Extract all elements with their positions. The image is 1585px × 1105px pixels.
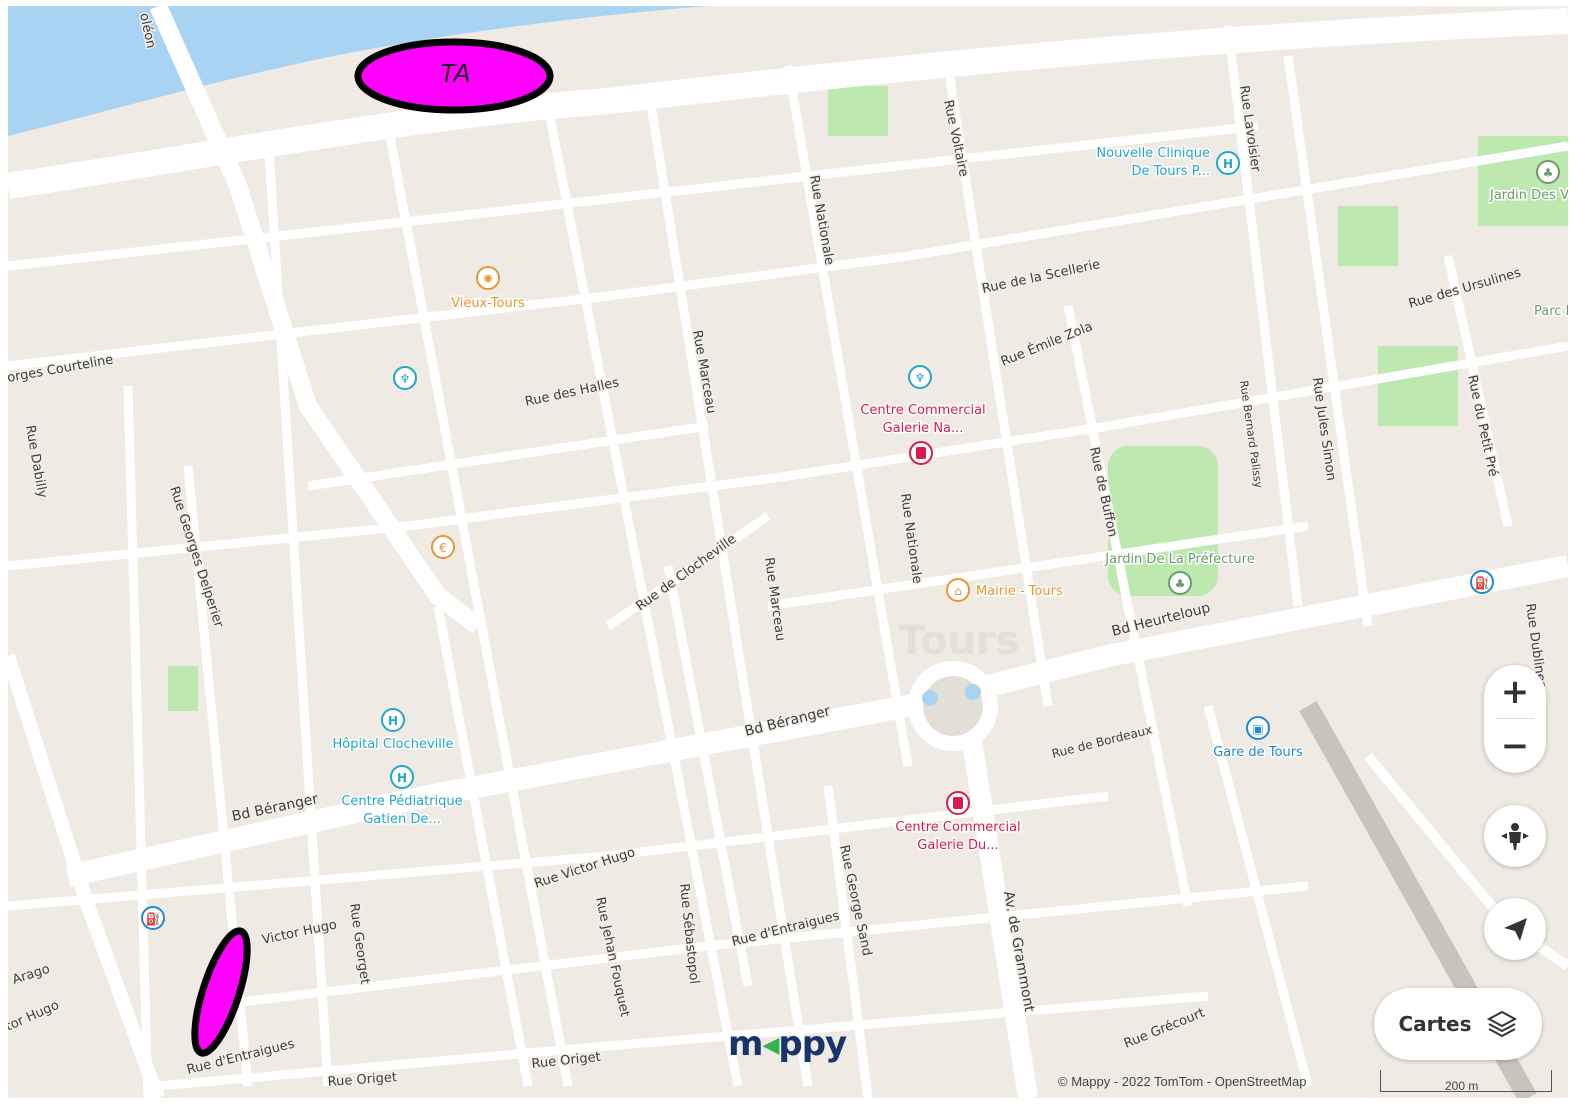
layers-label: Cartes [1398,1012,1472,1036]
train-icon: ▣ [1252,722,1263,736]
street-label: Arago [11,962,52,988]
poi-gare-de-tours[interactable]: ▣ Gare de Tours [1212,716,1305,762]
park-parc-m [1378,346,1458,426]
zoom-out-button[interactable]: − [1500,726,1530,766]
park-small-3 [1338,206,1398,266]
street-label: Rue Grécourt [1122,1006,1207,1052]
zoom-control: + − [1484,665,1546,773]
poi-bank[interactable]: € [431,535,455,559]
logo-part: m [728,1024,763,1064]
streetview-button[interactable] [1484,805,1546,867]
poi-centre-du[interactable]: Centre Commercial Galerie Du... [894,791,1022,855]
street-label: Rue de la Scellerie [981,257,1102,297]
street-label: tor Hugo [8,998,62,1035]
logo-part: ppy [778,1024,847,1064]
city-label: Tours [898,618,1019,664]
shopping-icon [916,447,926,459]
poi-label: Parc M [1534,304,1568,319]
street-label: Rue des Ursulines [1407,265,1523,311]
hospital-icon: H [397,771,407,785]
landmark-icon: ✺ [483,272,493,286]
poi-label: Gare de Tours [1213,745,1303,760]
street-label: Rue Victor Hugo [533,845,637,892]
fuel-icon: ⛽ [1475,576,1490,590]
fountain-icon: ♆ [400,372,411,386]
poi-fountain-2[interactable]: ♆ [908,365,932,389]
scale-bar [1380,1070,1552,1092]
poi-label: Centre Commercial [860,403,985,418]
street-label: Victor Hugo [261,917,339,948]
townhall-icon: ⌂ [954,584,962,598]
zoom-in-button[interactable]: + [1500,672,1530,712]
park-small-1 [168,666,198,711]
fountain-icon: ♆ [915,371,926,385]
street-label: Rue Georget [346,902,372,985]
park-small-2 [828,86,888,136]
poi-label: Jardin Des Vil [1489,188,1568,203]
fuel-icon: ⛽ [146,912,161,926]
poi-mairie-tours[interactable]: ⌂ Mairie - Tours [946,578,1064,602]
poi-hopital-clocheville[interactable]: H Hôpital Clocheville [331,708,455,754]
poi-label: Hôpital Clocheville [333,737,454,752]
street-label: Rue de Bordeaux [1050,722,1153,760]
map-attribution[interactable]: © Mappy - 2022 TomTom - OpenStreetMap [1058,1074,1307,1089]
divider [1496,718,1534,719]
hospital-icon: H [1223,157,1233,171]
poi-label: Centre Pédiatrique [341,794,462,809]
poi-centre-pediatrique[interactable]: H Centre Pédiatrique Gatien De... [340,765,464,829]
hospital-icon: H [388,714,398,728]
scale-label: 200 m [1445,1079,1479,1093]
poi-label: Jardin De La Préfecture [1104,552,1254,567]
street-label: Rue Nationale [897,492,925,584]
poi-fuel-2[interactable]: ⛽ [141,906,165,930]
poi-label: De Tours P... [1131,164,1210,179]
poi-label: Centre Commercial [895,820,1020,835]
marker-ta-label: TA [439,58,471,88]
poi-label: Mairie - Tours [976,584,1063,599]
poi-label: Vieux-Tours [451,296,525,311]
poi-vieux-tours[interactable]: ✺ Vieux-Tours [450,266,527,313]
poi-label: Nouvelle Clinique [1096,146,1210,161]
park-icon: ♣ [1175,577,1186,591]
park-jardin-prefecture [1108,446,1218,596]
poi-label: Galerie Du... [917,838,998,853]
shopping-icon [953,797,963,809]
poi-fountain-1[interactable]: ♆ [393,366,417,390]
marker-ta [354,38,554,114]
street-label: Rue Voltaire [940,99,971,178]
map-canvas[interactable]: Rue des Halles Rue Marceau Rue Marceau R… [8,6,1568,1098]
river-loire [8,6,708,136]
euro-icon: € [439,541,447,555]
poi-fuel-1[interactable]: ⛽ [1470,570,1494,594]
map-layers-button[interactable]: Cartes [1374,988,1542,1060]
poi-parc-m[interactable]: Parc M [1533,303,1569,321]
minor-streets [8,25,1568,1098]
street-label: Rue Dabilly [22,424,50,499]
locate-button[interactable] [1484,898,1546,960]
map-svg[interactable]: Rue des Halles Rue Marceau Rue Marceau R… [8,6,1568,1098]
poi-label: Gatien De... [363,812,441,827]
poi-jardin-prefecture[interactable]: Jardin De La Préfecture ♣ [1103,551,1256,595]
layers-icon [1486,1010,1517,1038]
street-label: Rue du Petit Pré [1464,374,1500,478]
poi-nouvelle-clinique[interactable]: H Nouvelle Clinique De Tours P... [1095,145,1240,181]
pegman-icon [1501,823,1529,850]
park-icon: ♣ [1543,166,1554,180]
street-label: Rue Origet [327,1070,397,1090]
poi-jardin-des-vil[interactable]: ♣ Jardin Des Vil [1488,160,1568,205]
navigation-arrow-icon [1504,918,1527,941]
mappy-logo: m◀ppy [728,1024,847,1064]
logo-accent: ◀ [762,1033,779,1058]
poi-label: Galerie Na... [883,421,964,436]
poi-centre-nationale[interactable]: Centre Commercial Galerie Na... [859,402,987,465]
marker-bottom-left [191,927,251,1057]
